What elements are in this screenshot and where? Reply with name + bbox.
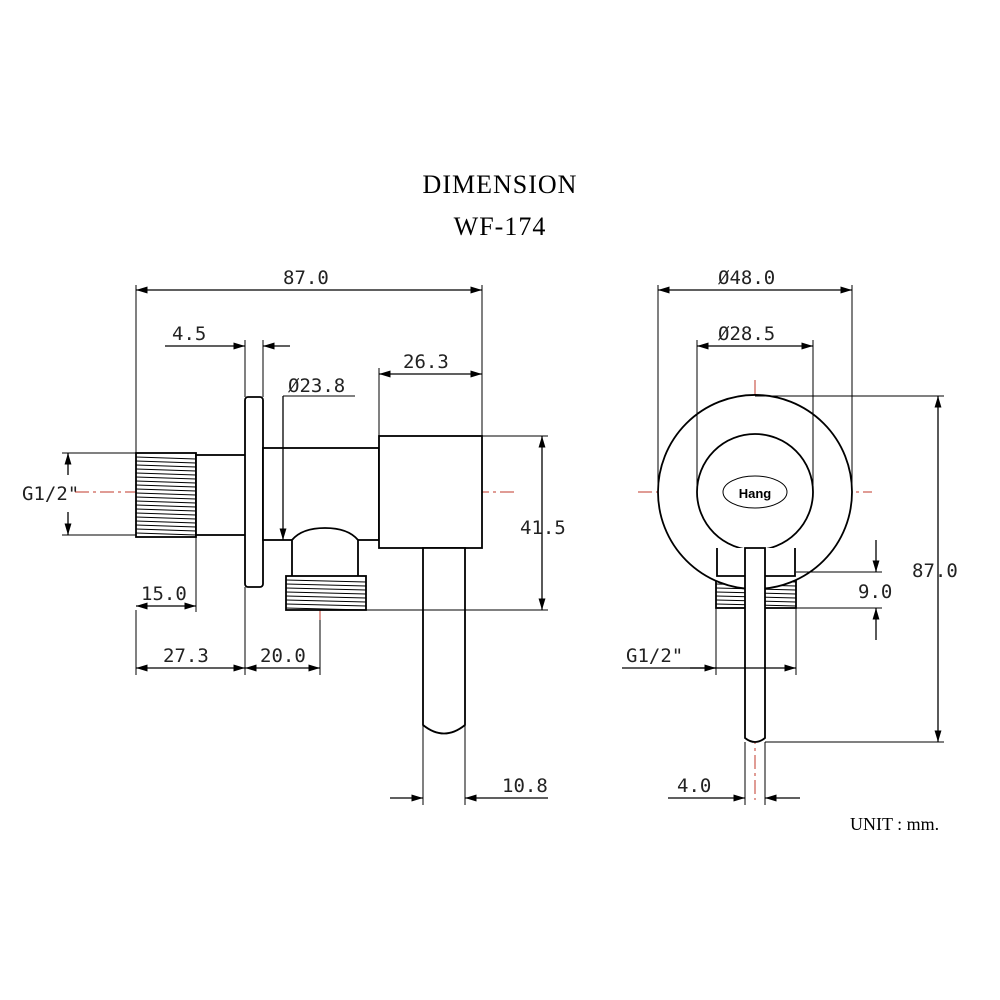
wall-flange — [244, 396, 264, 588]
hang-logo-icon — [722, 475, 788, 509]
inlet-shank — [195, 454, 247, 536]
outlet-thread — [285, 575, 367, 611]
side-view: 87.0 4.5 26.3 Ø23.8 G1/2" 41.5 15.0 27.3… — [22, 267, 566, 805]
outlet-stem — [291, 527, 359, 579]
valve-body — [262, 447, 380, 541]
dim-flange-to-outlet: 20.0 — [260, 645, 306, 667]
dim-handle-offset: 4.0 — [677, 775, 711, 797]
dim-handle-diameter: 10.8 — [502, 775, 548, 797]
dim-overall-height: 87.0 — [912, 560, 958, 582]
dim-thread-length: 15.0 — [141, 583, 187, 605]
dim-body-diameter: Ø23.8 — [288, 375, 345, 397]
dim-overall-length: 87.0 — [283, 267, 329, 289]
dim-inlet-to-flange: 27.3 — [163, 645, 209, 667]
front-dimensions — [622, 285, 944, 805]
dim-front-outlet-thread: G1/2" — [626, 645, 683, 667]
brand-logo-text: Hang — [739, 486, 772, 501]
dim-knob-diameter: Ø28.5 — [718, 323, 775, 345]
front-handle-lever — [744, 547, 766, 743]
inlet-thread — [135, 452, 197, 538]
dim-outlet-thread-height: 9.0 — [858, 581, 892, 603]
front-view: Hang — [622, 267, 958, 805]
model-number: WF-174 — [453, 212, 547, 241]
drawing-title: DIMENSION — [422, 170, 578, 199]
dim-handle-body-length: 26.3 — [403, 351, 449, 373]
side-dimensions — [62, 285, 548, 805]
handle-housing — [378, 435, 483, 549]
unit-note: UNIT : mm. — [850, 814, 940, 834]
dim-flange-diameter: Ø48.0 — [718, 267, 775, 289]
dim-flange-thickness: 4.5 — [172, 323, 206, 345]
dim-outlet-depth: 41.5 — [520, 517, 566, 539]
handle-lever — [422, 547, 466, 735]
dim-inlet-thread: G1/2" — [22, 483, 79, 505]
